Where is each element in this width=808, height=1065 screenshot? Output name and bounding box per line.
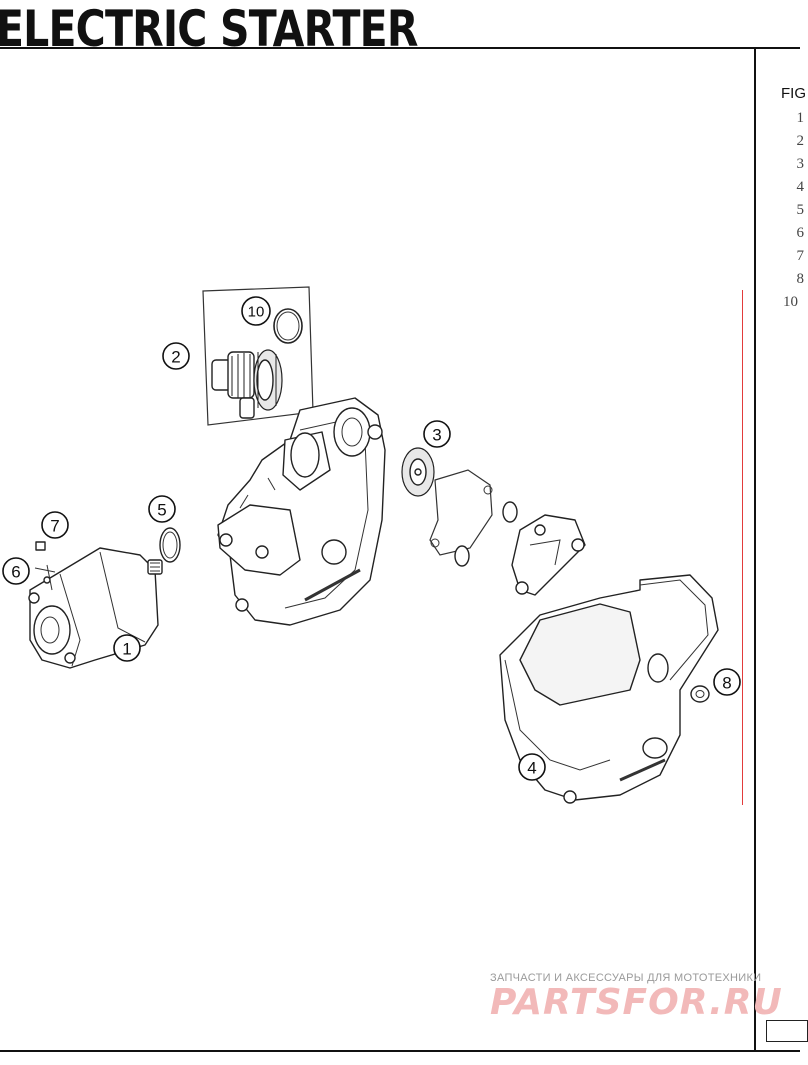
header-rule [0, 47, 800, 49]
callout-10: 10 [241, 296, 271, 326]
callout-8: 8 [713, 668, 741, 696]
callout-4: 4 [518, 753, 546, 781]
starter-drive-group [202, 286, 314, 426]
svg-text:5: 5 [157, 501, 166, 520]
starter-drive-gear [211, 349, 283, 419]
callout-5: 5 [148, 495, 176, 523]
svg-text:2: 2 [171, 348, 180, 367]
index-number: 3 [796, 156, 805, 172]
index-number: 4 [796, 179, 805, 195]
svg-text:6: 6 [11, 563, 20, 582]
index-number: 6 [796, 225, 805, 241]
outer-cover [499, 574, 719, 804]
svg-text:4: 4 [527, 759, 536, 778]
dowel-pin [454, 545, 470, 567]
index-number: 10 [783, 294, 798, 310]
page-number-box [766, 1020, 808, 1042]
svg-text:10: 10 [248, 304, 265, 321]
index-number: 2 [796, 133, 805, 149]
index-column: 1 2 3 4 5 6 7 8 10 [755, 108, 804, 348]
index-number: 8 [796, 271, 805, 287]
callout-1: 1 [113, 634, 141, 662]
intermediate-gear [401, 447, 435, 497]
cover-gasket [429, 469, 493, 556]
svg-text:7: 7 [50, 517, 59, 536]
svg-text:3: 3 [432, 426, 441, 445]
svg-text:8: 8 [722, 674, 731, 693]
sidebar-divider [754, 47, 756, 1051]
index-number: 5 [796, 202, 805, 218]
fig-label: FIG [781, 85, 806, 102]
sealing-washer [690, 685, 710, 703]
index-number: 1 [796, 110, 805, 126]
red-margin-line [742, 290, 743, 805]
clip-part [34, 567, 56, 573]
callout-7: 7 [41, 511, 69, 539]
svg-text:1: 1 [122, 640, 131, 659]
footer-rule [0, 1050, 800, 1052]
callout-6: 6 [2, 557, 30, 585]
inner-cover [511, 514, 586, 596]
dowel-pin [502, 501, 518, 523]
watermark-logo: PARTSFOR.RU [490, 982, 783, 1023]
starter-motor [28, 547, 163, 669]
callout-2: 2 [162, 342, 190, 370]
engine-cover-housing [217, 397, 386, 626]
index-number: 7 [796, 248, 805, 264]
screw-part [35, 541, 46, 551]
watermark-caption: ЗАПЧАСТИ И АКСЕССУАРЫ ДЛЯ МОТОТЕХНИКИ [490, 972, 762, 984]
callout-3: 3 [423, 420, 451, 448]
